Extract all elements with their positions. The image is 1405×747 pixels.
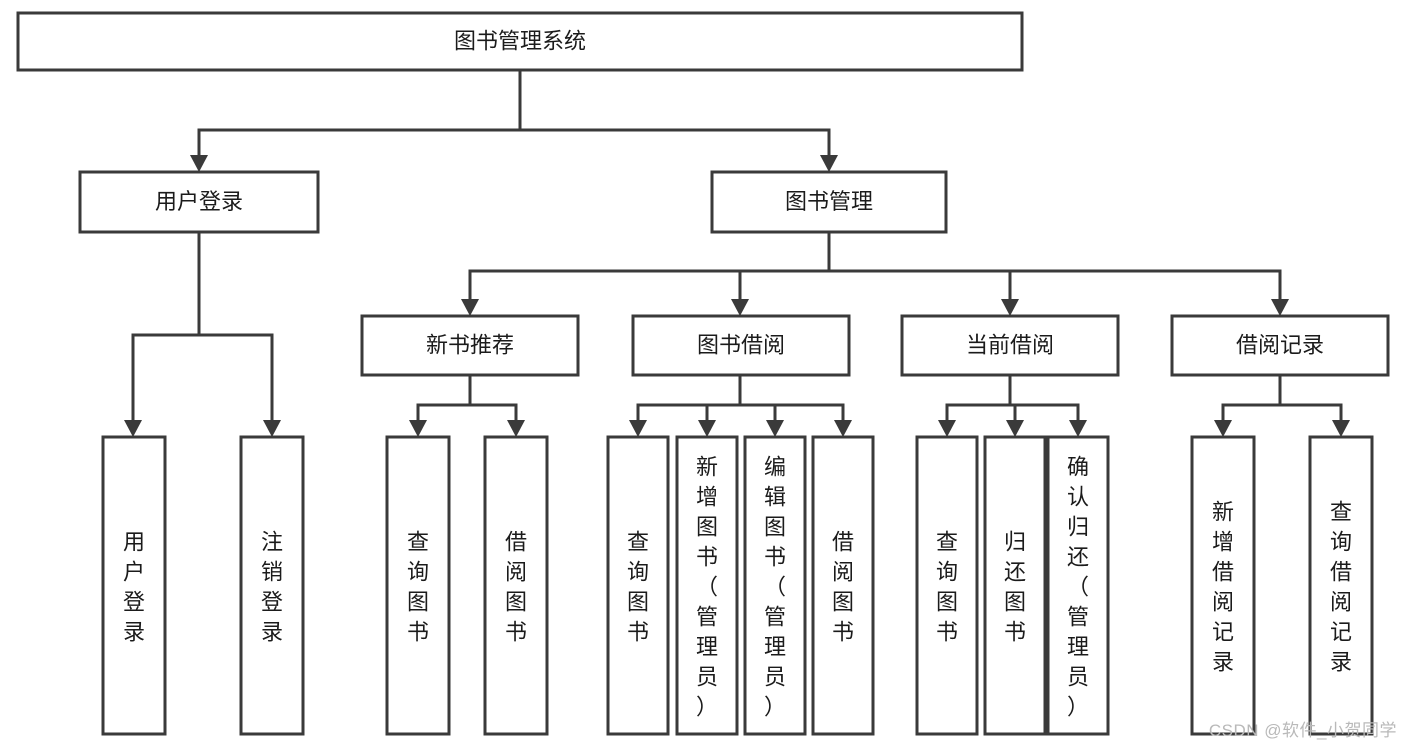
leaf-box[interactable] <box>239 435 305 736</box>
leaf-box[interactable] <box>1308 435 1374 736</box>
level3-label: 新书推荐 <box>426 332 514 357</box>
leaf-label: 新增借阅记录 <box>1212 500 1234 675</box>
connector-level3-new-to-leaves <box>409 373 525 437</box>
arrow-head-icon <box>938 420 956 437</box>
arrow-head-icon <box>1332 420 1350 437</box>
level3-box[interactable] <box>631 314 851 377</box>
root-node[interactable]: 图书管理系统 <box>16 11 1024 72</box>
level3-box[interactable] <box>1170 314 1390 377</box>
level2-label: 用户登录 <box>155 189 243 214</box>
leaf-box[interactable] <box>915 435 979 736</box>
arrow-head-icon <box>766 420 784 437</box>
leaf-box[interactable] <box>1046 435 1110 736</box>
level3-label: 当前借阅 <box>966 332 1054 357</box>
leaf-node[interactable]: 查询图书 <box>915 435 979 736</box>
arrow-head-icon <box>124 420 142 437</box>
level3-node[interactable]: 当前借阅 <box>900 314 1120 377</box>
arrow-head-icon <box>409 420 427 437</box>
arrow-head-icon <box>190 155 208 172</box>
arrow-head-icon <box>1006 420 1024 437</box>
connector-level2-books-to-level3 <box>461 230 1289 316</box>
leaf-node[interactable]: 查询图书 <box>606 435 670 736</box>
level2-label: 图书管理 <box>785 189 873 214</box>
arrow-head-icon <box>629 420 647 437</box>
level3-node[interactable]: 借阅记录 <box>1170 314 1390 377</box>
leaf-node[interactable]: 查询图书 <box>385 435 451 736</box>
leaf-label: 归还图书 <box>1004 530 1026 645</box>
connector-level3-borrow-to-leaves <box>629 373 852 437</box>
watermark-label: CSDN @软件_小贺同学 <box>1208 721 1397 740</box>
leaf-box[interactable] <box>385 435 451 736</box>
node-layer: 图书管理系统用户登录图书管理新书推荐图书借阅当前借阅借阅记录用户登录注销登录查询… <box>16 11 1390 736</box>
leaf-label: 查询图书 <box>627 530 649 645</box>
leaf-node[interactable]: 查询借阅记录 <box>1308 435 1374 736</box>
arrow-head-icon <box>1214 420 1232 437</box>
leaf-label: 查询图书 <box>407 530 429 645</box>
leaf-node[interactable]: 编辑图书（管理员） <box>743 435 807 736</box>
arrow-head-icon <box>507 420 525 437</box>
leaf-label: 借阅图书 <box>505 530 527 645</box>
level3-box[interactable] <box>900 314 1120 377</box>
connector-root-to-level2 <box>190 68 838 172</box>
leaf-box[interactable] <box>483 435 549 736</box>
arrow-head-icon <box>1001 299 1019 316</box>
leaf-node[interactable]: 注销登录 <box>239 435 305 736</box>
leaf-box[interactable] <box>743 435 807 736</box>
arrow-head-icon <box>1069 420 1087 437</box>
leaf-label: 编辑图书（管理员） <box>764 455 786 720</box>
level3-node[interactable]: 新书推荐 <box>360 314 580 377</box>
level3-label: 图书借阅 <box>697 332 785 357</box>
leaf-node[interactable]: 新增借阅记录 <box>1190 435 1256 736</box>
level2-box[interactable] <box>710 170 948 234</box>
connector-level3-current-to-leaves <box>938 373 1087 437</box>
level2-node[interactable]: 图书管理 <box>710 170 948 234</box>
leaf-box[interactable] <box>811 435 875 736</box>
leaf-node[interactable]: 借阅图书 <box>811 435 875 736</box>
level3-node[interactable]: 图书借阅 <box>631 314 851 377</box>
level3-box[interactable] <box>360 314 580 377</box>
level2-box[interactable] <box>78 170 320 234</box>
leaf-box[interactable] <box>675 435 739 736</box>
leaf-label: 确认归还（管理员） <box>1067 455 1089 720</box>
leaf-node[interactable]: 确认归还（管理员） <box>1046 435 1110 736</box>
arrow-head-icon <box>834 420 852 437</box>
level3-label: 借阅记录 <box>1236 332 1324 357</box>
leaf-box[interactable] <box>1190 435 1256 736</box>
leaf-box[interactable] <box>983 435 1047 736</box>
leaf-label: 新增图书（管理员） <box>696 455 718 720</box>
arrow-head-icon <box>1271 299 1289 316</box>
arrow-head-icon <box>731 299 749 316</box>
arrow-head-icon <box>820 155 838 172</box>
leaf-node[interactable]: 新增图书（管理员） <box>675 435 739 736</box>
root-box[interactable] <box>16 11 1024 72</box>
connector-level3-record-to-leaves <box>1214 373 1350 437</box>
leaf-box[interactable] <box>606 435 670 736</box>
leaf-label: 查询图书 <box>936 530 958 645</box>
arrow-head-icon <box>698 420 716 437</box>
leaf-label: 用户登录 <box>123 530 145 645</box>
leaf-node[interactable]: 归还图书 <box>983 435 1047 736</box>
leaf-label: 查询借阅记录 <box>1330 500 1352 675</box>
connector-layer <box>124 68 1350 437</box>
leaf-node[interactable]: 用户登录 <box>101 435 167 736</box>
root-label: 图书管理系统 <box>454 28 586 53</box>
level2-node[interactable]: 用户登录 <box>78 170 320 234</box>
connector-level2-login-to-leaves <box>124 230 281 437</box>
leaf-box[interactable] <box>101 435 167 736</box>
leaf-label: 借阅图书 <box>832 530 854 645</box>
arrow-head-icon <box>461 299 479 316</box>
leaf-label: 注销登录 <box>261 530 283 645</box>
leaf-node[interactable]: 借阅图书 <box>483 435 549 736</box>
arrow-head-icon <box>263 420 281 437</box>
